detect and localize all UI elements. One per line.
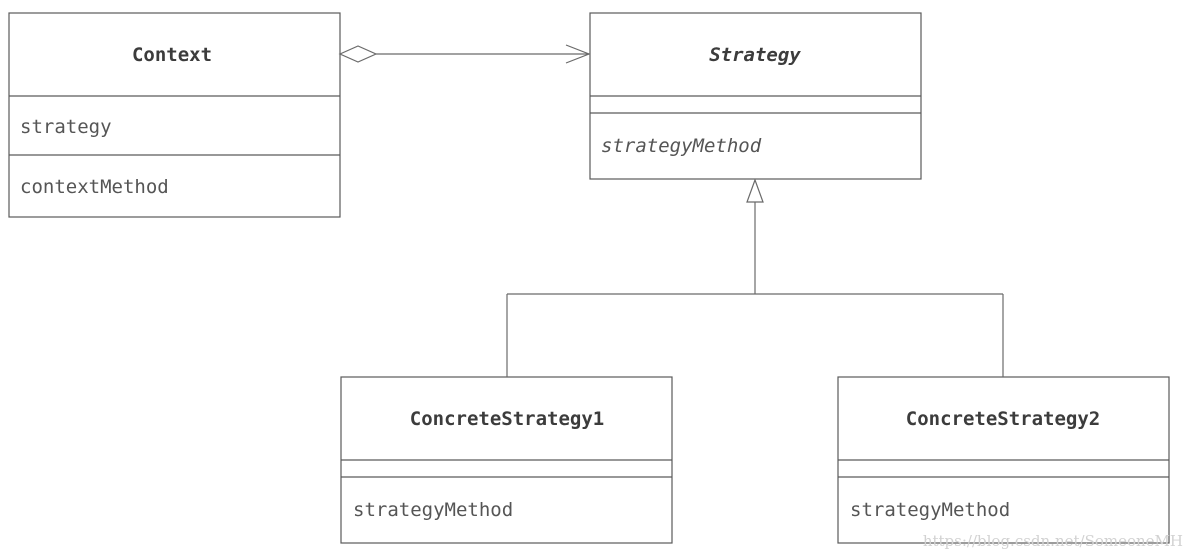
class-concrete-strategy-1: ConcreteStrategy1 strategyMethod: [340, 376, 673, 544]
class-context-method: contextMethod: [20, 176, 169, 198]
class-context-name: Context: [132, 44, 212, 66]
class-context: Context strategy contextMethod: [8, 12, 341, 218]
class-strategy-name: Strategy: [709, 44, 801, 66]
aggregation-open-arrowhead: [565, 44, 591, 64]
class-concrete-strategy-1-method: strategyMethod: [353, 499, 513, 521]
class-concrete-strategy-2: ConcreteStrategy2 strategyMethod: [837, 376, 1170, 544]
class-concrete-strategy-2-name: ConcreteStrategy2: [906, 408, 1100, 430]
generalization-triangle: [746, 178, 764, 203]
class-context-box: [8, 12, 341, 218]
generalization-tree: [506, 178, 1004, 377]
aggregation-context-strategy: [338, 44, 591, 64]
watermark-text: https://blog.csdn.net/SomeoneMH: [923, 532, 1183, 550]
class-context-field: strategy: [20, 116, 112, 138]
class-concrete-strategy-1-name: ConcreteStrategy1: [410, 408, 604, 430]
class-concrete-strategy-2-method: strategyMethod: [850, 499, 1010, 521]
class-strategy: Strategy strategyMethod: [589, 12, 922, 180]
aggregation-diamond: [338, 45, 378, 63]
class-strategy-method: strategyMethod: [601, 135, 762, 157]
